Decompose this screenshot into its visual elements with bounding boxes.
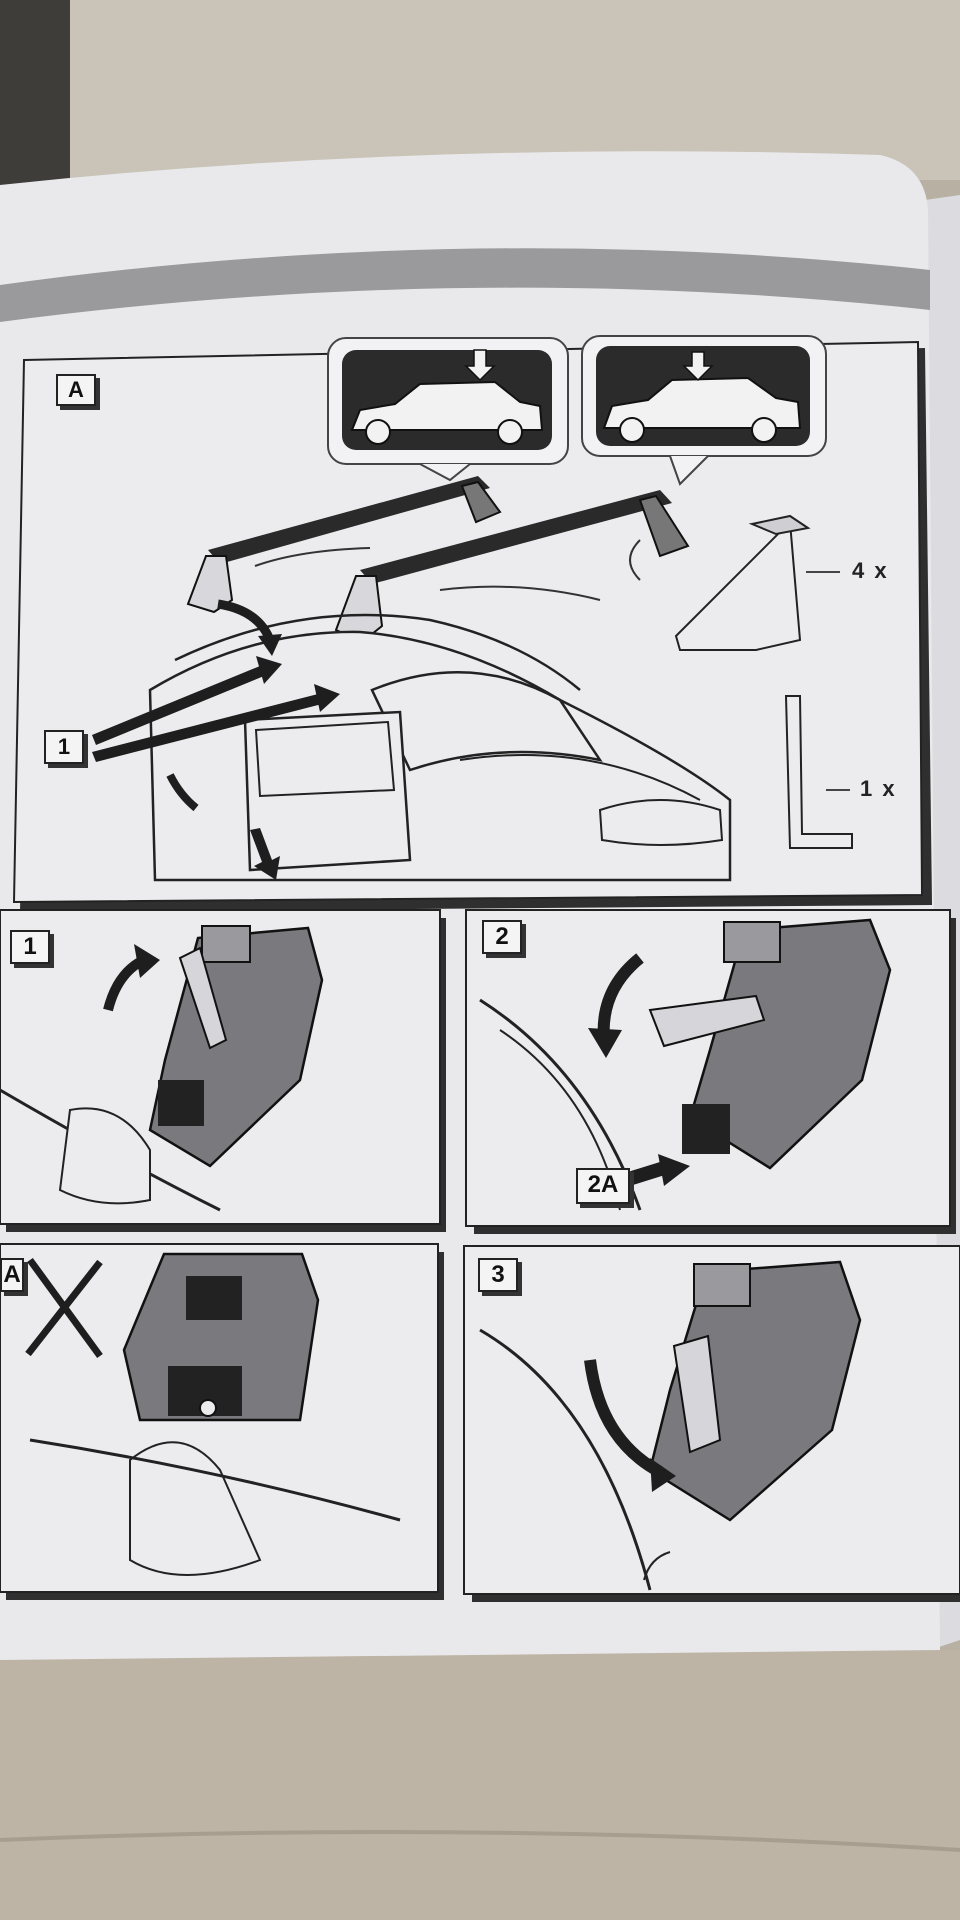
p2-clamp-block (682, 1104, 730, 1154)
arrow-callout-1a (92, 666, 264, 745)
car-windshield (370, 671, 603, 772)
p3-bar-end (693, 1263, 751, 1307)
p3-foot (648, 1260, 862, 1522)
car-door-window (254, 720, 396, 798)
arrow-door-front (250, 828, 280, 880)
dark-left-strip (0, 0, 70, 200)
p1-hand (58, 1107, 151, 1205)
p2a-cross-line-2 (25, 1259, 103, 1357)
p2a-block-top (186, 1276, 242, 1320)
p3-clamp (672, 1334, 722, 1454)
foot-front-right (638, 494, 690, 558)
sedan-1-outline (350, 380, 544, 431)
car-hood-line (459, 754, 701, 801)
callout-2a-label: 2A (576, 1168, 630, 1204)
car-door (243, 710, 412, 872)
car-headlight (598, 799, 724, 846)
qty-allen-key: 1 x (860, 776, 897, 801)
panel-2a-label: A (0, 1258, 24, 1292)
p2-foot (688, 918, 892, 1170)
gray-header-band (0, 248, 930, 322)
qty-foot-pads: 4 x (852, 558, 889, 583)
cardboard-bottom (0, 1650, 960, 1920)
arrow-down-1 (464, 349, 496, 382)
roof-bar-rear (208, 476, 490, 564)
allen-key-part (784, 695, 853, 849)
foot-pad-part (674, 519, 802, 651)
p2-clamp-lever (648, 994, 766, 1048)
car-roof-line (174, 613, 581, 691)
p3-arrow (584, 1359, 663, 1478)
cardboard-crease (0, 1830, 960, 1852)
roof-bar-front (360, 490, 672, 584)
panel-1-label: 1 (10, 930, 50, 964)
sedan-2-outline (602, 376, 802, 429)
callout-1-label: 1 (44, 730, 84, 764)
p2-arrow-2a (629, 1161, 667, 1185)
panel-2-label: 2 (482, 920, 522, 954)
p3-small-arrow (643, 1551, 671, 1581)
p2a-car-edge (29, 1438, 401, 1522)
p2a-screw (199, 1399, 217, 1417)
arrow-down-car-rear (217, 599, 275, 642)
p1-clamp (178, 946, 228, 1050)
p2a-hand (129, 1441, 262, 1576)
foot-rear-right (460, 480, 502, 524)
arrow-callout-1b (92, 694, 322, 762)
cardboard-top (70, 0, 960, 180)
p1-clamp-block (158, 1080, 204, 1126)
arrow-down-2 (682, 351, 714, 382)
p3-car-edge (479, 1328, 652, 1591)
p2-bar-end (723, 921, 781, 963)
panel-a-label: A (56, 374, 96, 406)
panel-3-label: 3 (478, 1258, 518, 1292)
arrow-door-rear (166, 773, 199, 812)
p1-bar-end (201, 925, 251, 963)
